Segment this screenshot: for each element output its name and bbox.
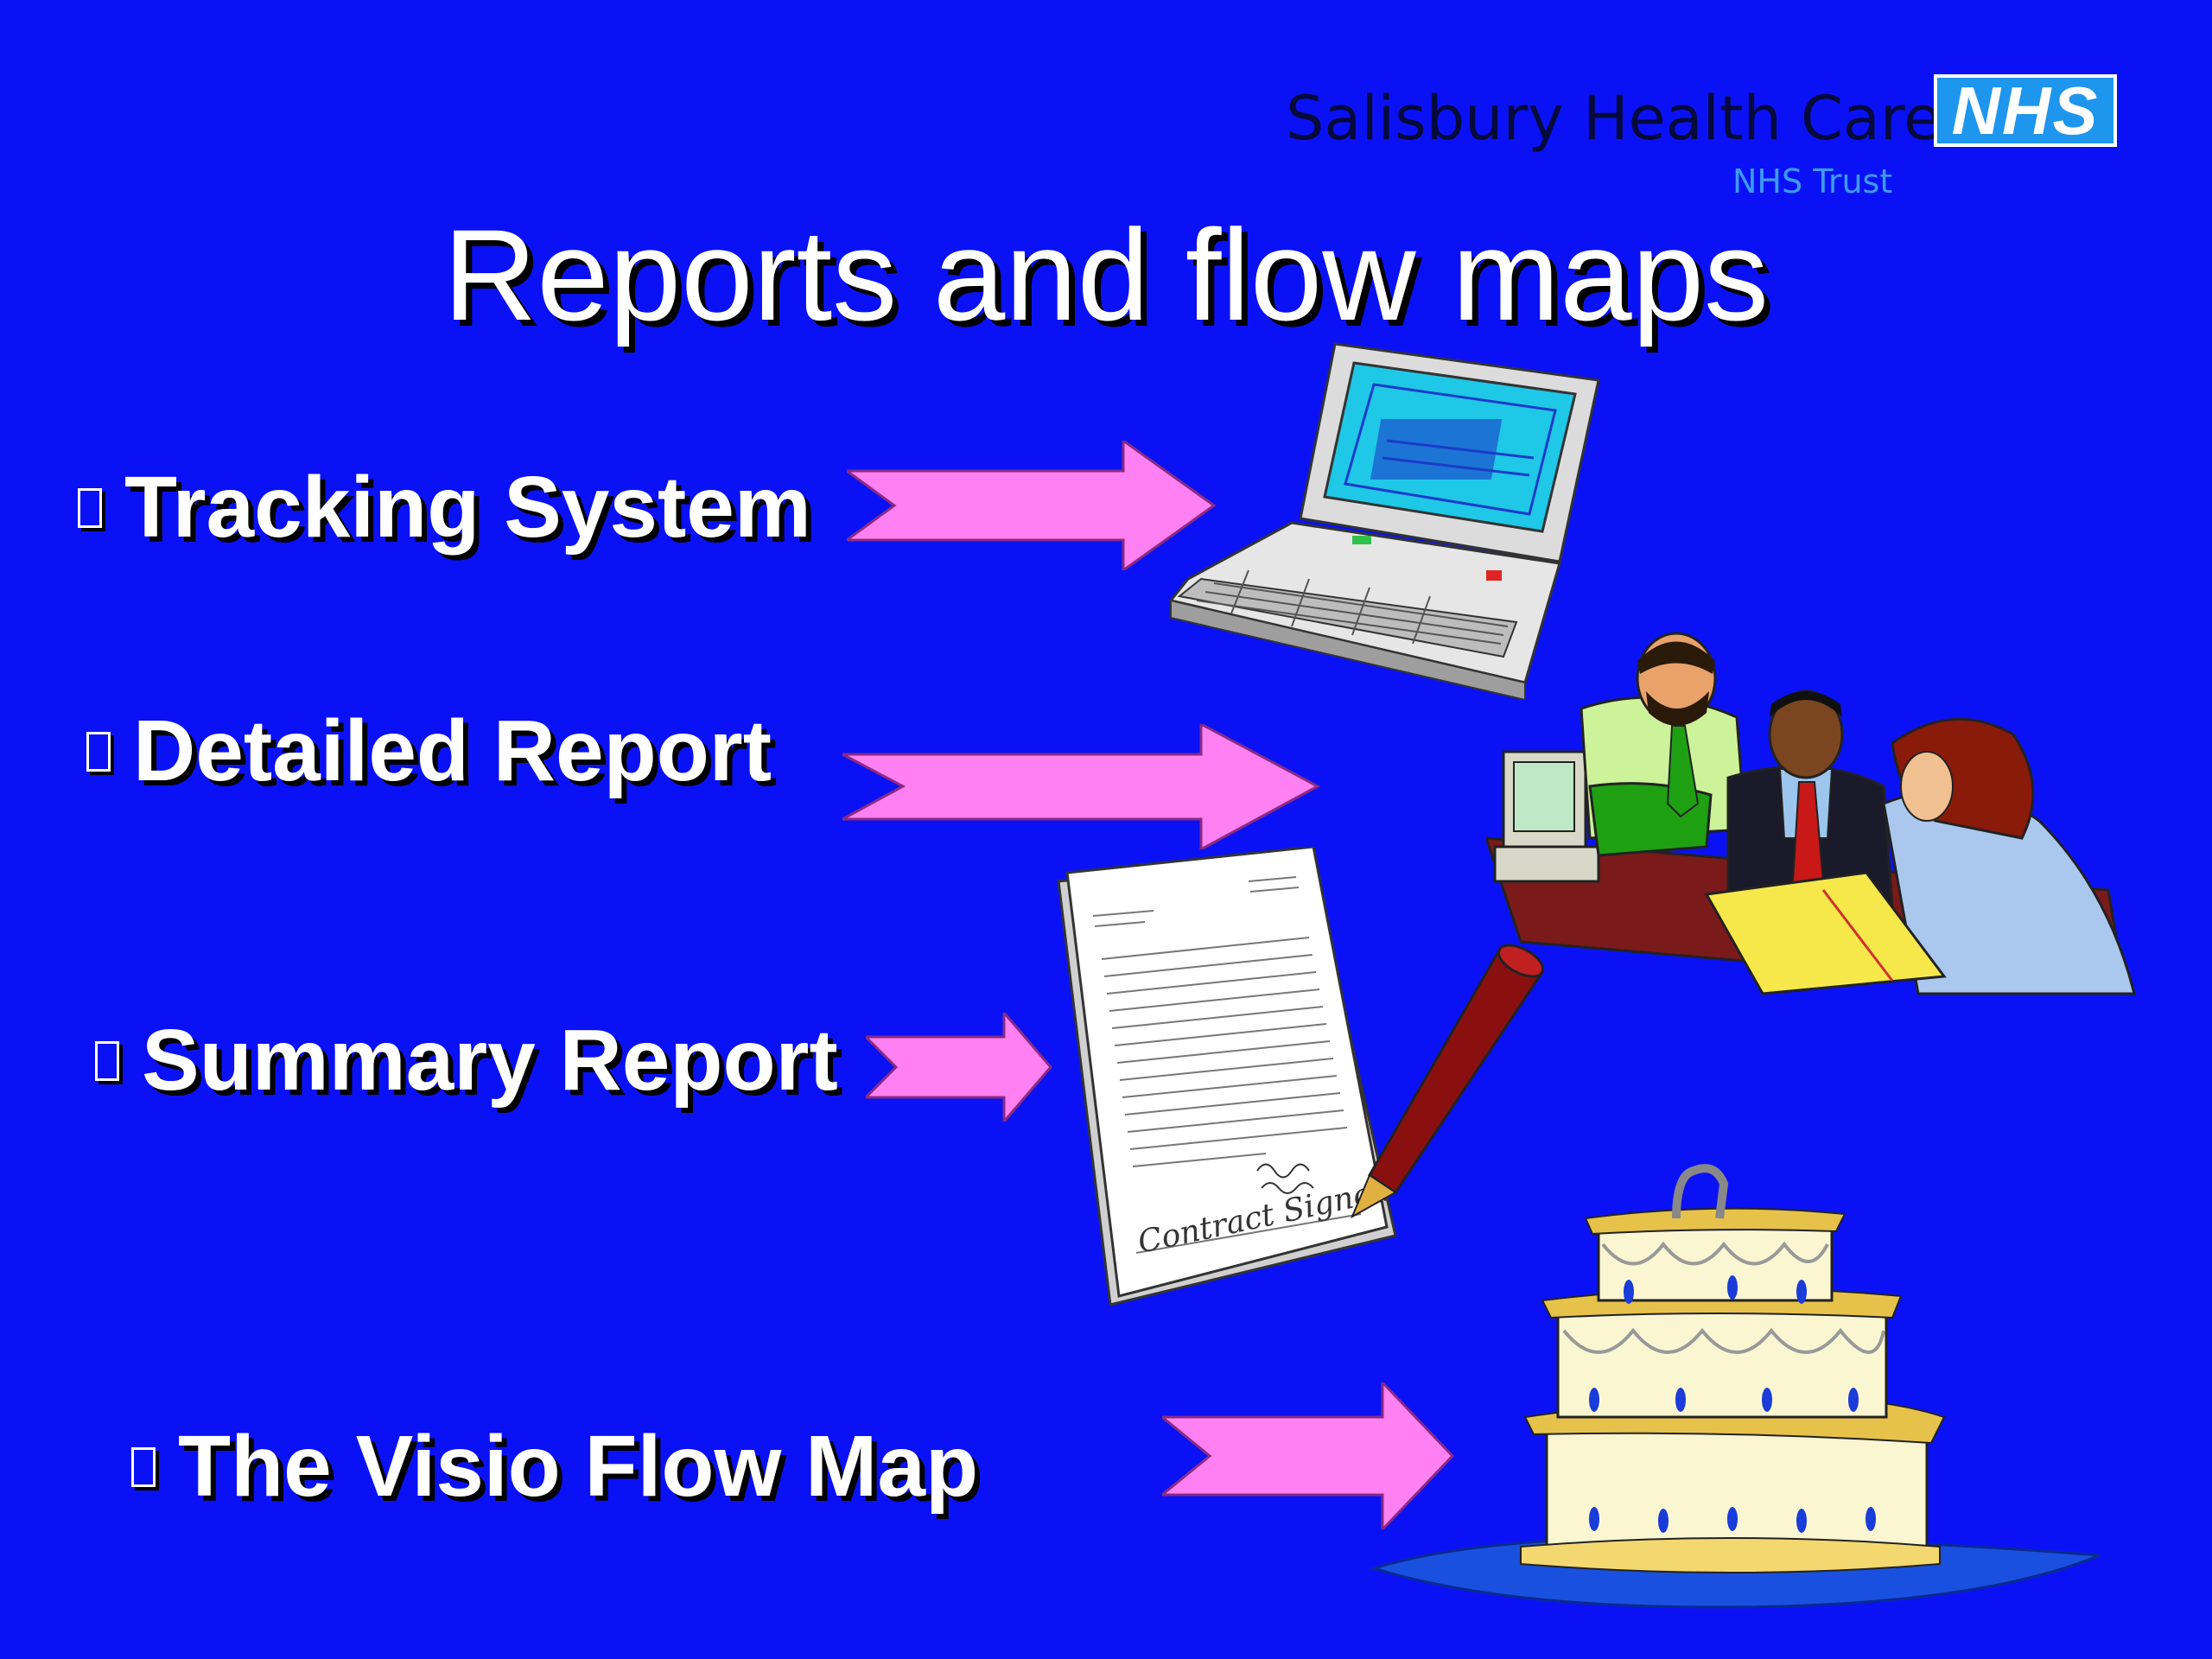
arrow-icon	[842, 724, 1321, 849]
org-subtitle: NHS Trust	[1732, 162, 1893, 200]
bullet-label: The Visio Flow Map	[178, 1418, 979, 1515]
bullet-label: Detailed Report	[133, 702, 772, 799]
bullet-summary-report: Summary Report	[95, 1011, 838, 1110]
bullet-tracking-system: Tracking System	[78, 458, 811, 557]
bullet-label: Tracking System	[124, 459, 811, 556]
pen-icon	[1351, 944, 1545, 1218]
org-name: Salisbury Health Care	[1286, 83, 1942, 154]
bullet-marker-icon	[86, 731, 111, 772]
slide-title: Reports and flow maps	[442, 202, 1770, 347]
nhs-logo: NHS	[1934, 74, 2117, 147]
laptop-icon	[1168, 342, 1600, 700]
nhs-logo-text: NHS	[1951, 73, 2100, 149]
wedding-cake-icon	[1370, 1164, 2101, 1609]
bullet-visio-flow-map: The Visio Flow Map	[131, 1417, 978, 1516]
arrow-icon	[866, 1013, 1052, 1122]
arrow-icon	[847, 441, 1217, 570]
bullet-label: Summary Report	[142, 1012, 838, 1109]
arrow-icon	[1162, 1382, 1455, 1529]
contract-document-icon: Contract Signed	[1057, 847, 1397, 1306]
bullet-marker-icon	[78, 487, 102, 528]
business-meeting-icon	[1486, 632, 2136, 995]
bullet-detailed-report: Detailed Report	[86, 702, 772, 801]
bullet-marker-icon	[95, 1040, 119, 1081]
bullet-marker-icon	[131, 1446, 156, 1487]
